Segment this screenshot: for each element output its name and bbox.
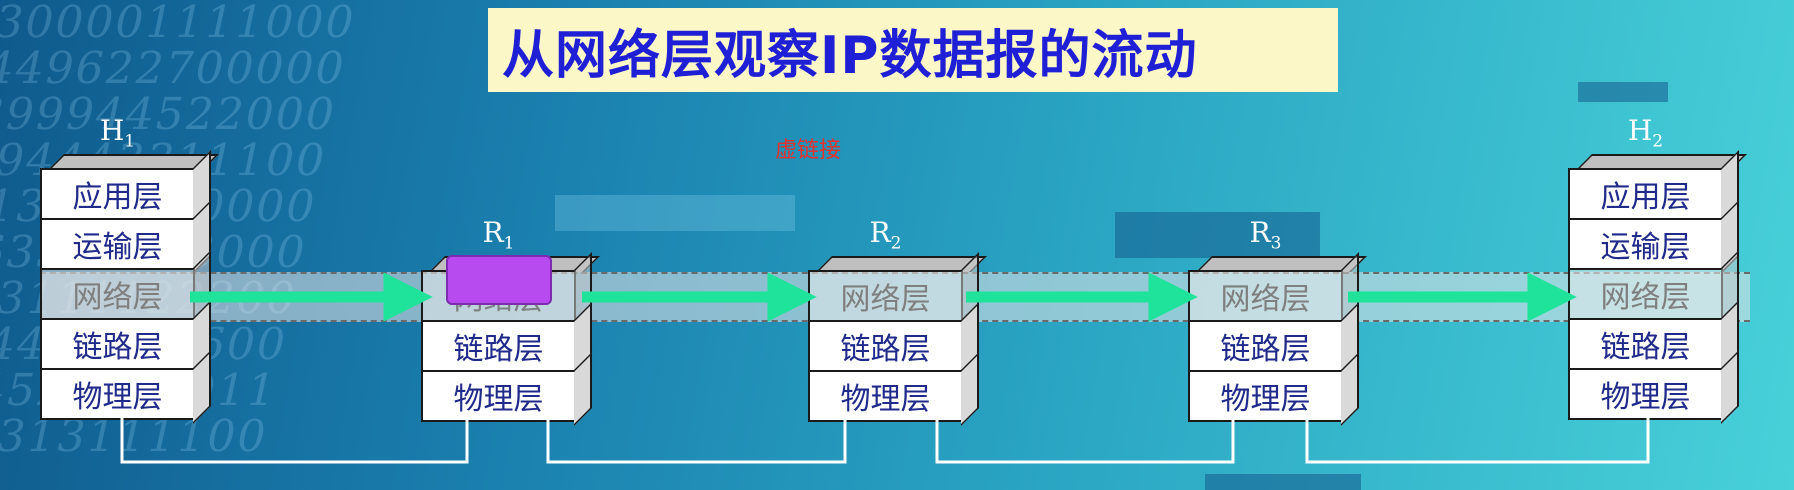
physical-layer: 物理层 — [1188, 370, 1343, 422]
application-layer: 应用层 — [1568, 168, 1723, 220]
application-layer: 应用层 — [40, 168, 195, 220]
physical-layer: 物理层 — [1568, 368, 1723, 420]
node-label: R1 — [482, 216, 515, 254]
link-layer: 链路层 — [40, 318, 195, 370]
decor-bar — [1205, 474, 1361, 490]
decor-bar — [1115, 212, 1320, 258]
router-r3-stack: R3 网络层 链路层 物理层 — [1188, 216, 1382, 422]
host-h1-stack: H1 应用层 运输层 网络层 链路层 物理层 — [40, 114, 234, 420]
physical-link — [935, 410, 1235, 464]
node-label: H2 — [1627, 114, 1664, 152]
decor-bar — [555, 195, 795, 231]
physical-link — [546, 410, 847, 464]
ip-datagram-packet — [446, 255, 552, 305]
physical-link — [120, 410, 469, 464]
decor-bar — [1578, 82, 1668, 102]
link-layer: 链路层 — [808, 320, 963, 372]
node-label: R2 — [869, 216, 902, 254]
virtual-link-label: 虚链接 — [775, 138, 842, 163]
network-layer: 网络层 — [1568, 268, 1723, 320]
node-label: R3 — [1249, 216, 1282, 254]
network-layer: 网络层 — [40, 268, 195, 320]
physical-layer: 物理层 — [808, 370, 963, 422]
router-r2-stack: R2 网络层 链路层 物理层 — [808, 216, 1002, 422]
page-title: 从网络层观察IP数据报的流动 — [502, 25, 1198, 86]
node-label: H1 — [99, 114, 136, 152]
host-h2-stack: H2 应用层 运输层 网络层 链路层 物理层 — [1568, 114, 1762, 420]
link-layer: 链路层 — [421, 320, 576, 372]
title-banner: 从网络层观察IP数据报的流动 — [488, 8, 1338, 92]
physical-link — [1305, 410, 1650, 464]
physical-layer: 物理层 — [40, 368, 195, 420]
